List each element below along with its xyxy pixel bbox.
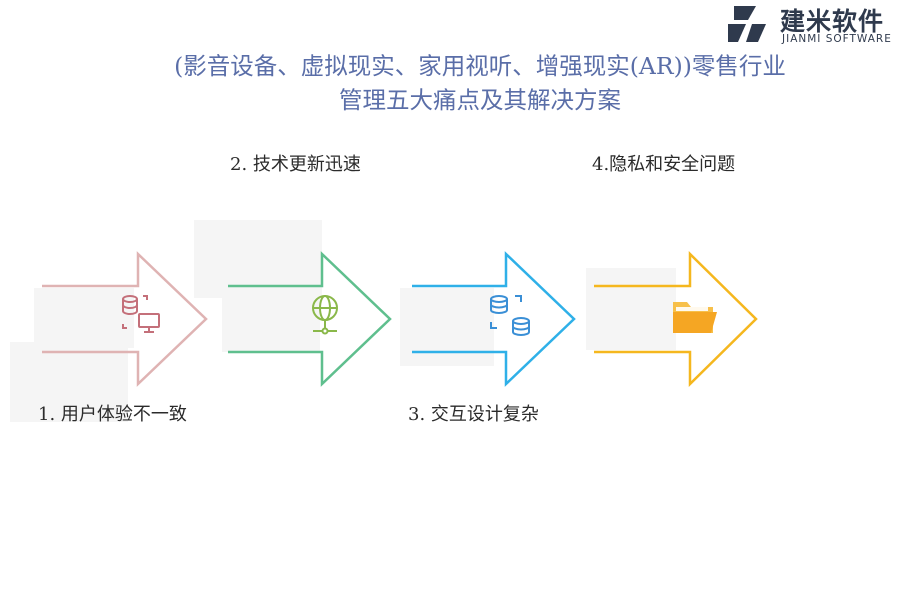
- step-label-3: 3. 交互设计复杂: [408, 404, 539, 425]
- step-label-1: 1. 用户体验不一致: [38, 404, 187, 425]
- globe-network-icon: [312, 295, 338, 335]
- brand-logo: 建米软件 JIANMI SOFTWARE: [726, 2, 898, 46]
- page-title-line1: (影音设备、虚拟现实、家用视听、增强现实(AR))零售行业: [174, 52, 786, 80]
- background-panel: [586, 268, 676, 350]
- logo-subtitle: JIANMI SOFTWARE: [782, 33, 892, 45]
- background-panel: [10, 342, 128, 422]
- step-label-2: 2. 技术更新迅速: [230, 154, 361, 175]
- arrow-step-3: [412, 251, 576, 387]
- background-panel: [222, 296, 320, 352]
- page-title-line2: 管理五大痛点及其解决方案: [339, 86, 621, 114]
- database-sync-icon: [490, 295, 530, 336]
- background-panel: [34, 288, 134, 348]
- step-label-4: 4.隐私和安全问题: [592, 154, 736, 175]
- arrow-step-1: [42, 251, 208, 387]
- arrow-step-4: [594, 251, 758, 387]
- logo-mark-icon: [728, 6, 766, 42]
- logo-name: 建米软件: [780, 7, 885, 36]
- arrow-step-2: [228, 251, 392, 387]
- folder-icon: [673, 302, 717, 333]
- database-monitor-icon: [122, 295, 160, 333]
